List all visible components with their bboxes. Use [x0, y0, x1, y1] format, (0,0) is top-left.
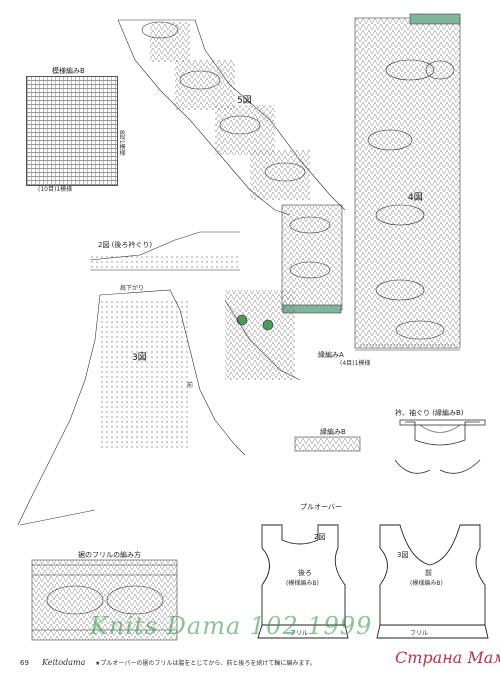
pullover-front-schematic [376, 524, 489, 639]
footer-note: ★プルオーバーの裾のフリルは脇をとじてから、前と後ろを続けて輪に編みます。 [95, 660, 316, 667]
small-flower-chart [224, 290, 301, 381]
swatch-chart [26, 76, 118, 186]
front-piece-sub: (模様編みB) [410, 580, 443, 587]
front-label: 前 [187, 382, 194, 389]
back-frill-label: フリル [290, 630, 309, 637]
hem-frill-label: 裾のフリルの編み方 [78, 551, 141, 559]
pullover-back-schematic [257, 524, 349, 639]
figure-3-chart [17, 289, 246, 526]
front-figure-ref: 3図 [397, 551, 409, 559]
swatch-bottom-label: (10目)1模様 [38, 186, 73, 193]
center-strip-chart [281, 204, 343, 314]
site-logo: Страна Мам [395, 648, 500, 667]
page-number: 69 [20, 659, 29, 667]
edge-a-note: (4目)1模様 [340, 360, 371, 367]
edge-b-label: 縁編みB [320, 428, 346, 436]
hem-frill-chart [31, 559, 178, 641]
collar-diagram [394, 419, 486, 474]
figure-4-chart [354, 13, 461, 351]
swatch-title: 模様編みB [52, 67, 85, 75]
edge-b-chart [294, 436, 361, 452]
back-figure-ref: 2図 [314, 533, 326, 541]
front-frill-label: フリル [410, 630, 429, 637]
figure-5-chart [117, 19, 346, 216]
figure-2-chart [89, 231, 240, 271]
magazine-name: Keitodama [42, 658, 86, 667]
back-piece-name: 後ろ [298, 569, 312, 577]
figure-4-label: 4図 [408, 193, 423, 203]
figure-2-label: 2図 (後ろ衿ぐり) [98, 241, 153, 249]
collar-title: 衿、袖ぐり (縁編みB) [395, 409, 464, 417]
figure-5-label: 5図 [237, 96, 252, 106]
figure-3-label: 3図 [132, 353, 147, 363]
swatch-right-label: 8段1模様 [118, 130, 125, 156]
back-piece-sub: (模様編みB) [286, 580, 319, 587]
pullover-title: プルオーバー [300, 503, 342, 511]
shoulder-label: 肩下がり [120, 285, 145, 292]
edge-a-label: 縁編みA [318, 351, 344, 359]
watermark: Knits Dama 102 1999 [90, 612, 373, 640]
front-piece-name: 前 [425, 569, 432, 577]
